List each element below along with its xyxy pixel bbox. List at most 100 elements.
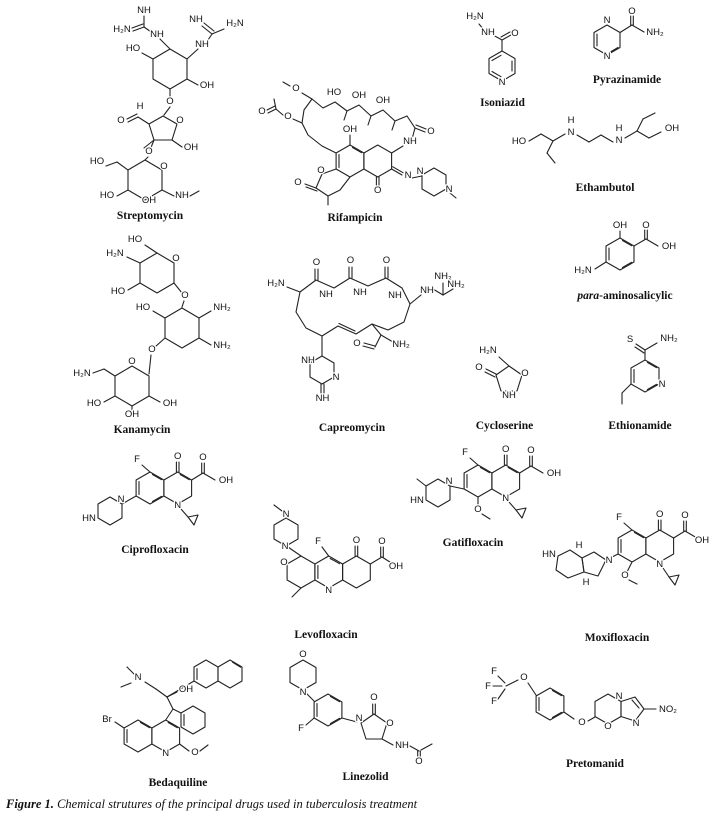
atom-label: O — [511, 28, 518, 39]
ciprofloxacin-bonds — [97, 461, 216, 526]
atom-label: O — [181, 290, 188, 301]
atom-label: O — [521, 368, 528, 379]
atom-label: NH — [137, 5, 151, 16]
atom-label: H₂N — [574, 265, 592, 276]
ethionamide-bonds — [621, 342, 660, 405]
figure-caption: Figure 1. Chemical strutures of the prin… — [6, 797, 417, 812]
drug-rifampicin: O O OH O NH O OH OH HO O O O N N N Rifam… — [250, 6, 460, 224]
atom-label: F — [298, 723, 304, 734]
atom-label: H₂N — [73, 368, 91, 379]
atom-label: O — [148, 344, 155, 355]
drug-label-ethionamide: Ethionamide — [608, 420, 672, 432]
atom-label: HO — [136, 302, 150, 313]
pretomanid-bonds — [492, 675, 657, 725]
atom-label: O — [656, 509, 663, 520]
ethambutol-structure: HO N H N H OH — [511, 112, 681, 164]
atom-label: OH — [200, 80, 214, 91]
atom-label: H — [137, 101, 144, 112]
drug-label-streptomycin: Streptomycin — [116, 210, 184, 222]
ciprofloxacin-structure: F O O OH N N HN — [81, 450, 235, 526]
bedaquiline-structure: Br N O OH N — [101, 659, 243, 760]
atom-label: O — [578, 717, 585, 728]
drug-ethionamide: S NH₂ N Ethionamide — [575, 322, 705, 432]
streptomycin-structure: NH H₂N NH NH NH H₂N OH HO O O O H OH O O… — [89, 4, 246, 208]
streptomycin-bonds — [105, 15, 225, 201]
atom-label: NH₂ — [392, 339, 410, 350]
atom-label: NH — [353, 287, 367, 298]
atom-label: NH — [175, 190, 189, 201]
drug-pyrazinamide: O NH₂ N N Pyrazinamide — [562, 5, 692, 86]
pas-structure: H₂N OH O OH — [573, 219, 678, 278]
atom-label: OH — [695, 535, 709, 546]
atom-label: N — [356, 713, 363, 724]
atom-label: NH₂ — [447, 279, 465, 290]
atom-label: N — [446, 184, 453, 195]
atom-label: HO — [128, 234, 142, 245]
atom-label: H — [583, 577, 590, 588]
atom-label: H₂N — [113, 24, 131, 35]
atom-label: H — [616, 123, 623, 134]
drug-linezolid: O N F N O O NH O Linezolid — [258, 640, 473, 783]
atom-label: NH — [319, 289, 333, 300]
capreomycin-structure: H₂N O O O NH NH NH NH NH₂ NH₂ NH N NH O … — [266, 254, 466, 406]
atom-label: NH₂ — [646, 27, 664, 38]
atom-label: O — [386, 718, 393, 729]
drug-pretomanid: F F F O O O N N NO₂ Pretomanid — [480, 652, 710, 770]
atom-label: N — [616, 135, 623, 146]
linezolid-bonds — [289, 659, 433, 759]
figure-caption-label: Figure 1. — [6, 797, 54, 811]
atom-label: O — [128, 356, 135, 367]
atom-label: OH — [352, 90, 366, 101]
drug-label-pretomanid: Pretomanid — [566, 758, 624, 770]
atom-label: N — [333, 372, 340, 383]
atom-label: O — [191, 747, 198, 758]
kanamycin-structure: HO O H₂N HO O NH₂ HO NH₂ O O H₂N HO OH O… — [72, 233, 232, 422]
drug-label-ethambutol: Ethambutol — [575, 182, 635, 194]
atom-label: O — [370, 692, 377, 703]
pyrazinamide-bonds — [593, 15, 645, 56]
atom-label: F — [491, 666, 497, 677]
atom-label: NO₂ — [659, 704, 677, 715]
bedaquiline-bonds — [114, 659, 243, 753]
atom-label: O — [353, 338, 360, 349]
atom-label: OH — [163, 398, 177, 409]
atom-label: NH₂ — [213, 340, 231, 351]
atom-label: O — [527, 445, 534, 456]
atom-label: H₂N — [106, 248, 124, 259]
drug-label-rifampicin: Rifampicin — [327, 212, 383, 224]
atom-label: F — [462, 447, 468, 458]
atom-label: HN — [542, 549, 556, 560]
atom-label: OH — [389, 561, 403, 572]
atom-label: HO — [100, 190, 114, 201]
drug-label-bedaquiline: Bedaquiline — [148, 777, 208, 789]
levofloxacin-structure: O N F N N O O OH — [273, 504, 405, 598]
pretomanid-structure: F F F O O O N N NO₂ — [484, 665, 679, 734]
atom-label: OH — [376, 95, 390, 106]
drug-gatifloxacin: F O O OH N O N HN Gatifloxacin — [378, 436, 568, 549]
cycloserine-structure: O H₂N O NH — [474, 344, 530, 403]
gatifloxacin-structure: F O O OH N O N HN — [409, 443, 563, 520]
atom-label: N — [568, 127, 575, 138]
atom-label: H — [576, 540, 583, 551]
drug-label-cycloserine: Cycloserine — [475, 420, 534, 432]
atom-label: N — [174, 500, 181, 511]
drug-levofloxacin: O N F N N O O OH Levofloxacin — [246, 478, 406, 641]
atom-label: O — [280, 557, 287, 568]
atom-label: O — [199, 452, 206, 463]
drug-kanamycin: HO O H₂N HO O NH₂ HO NH₂ O O H₂N HO OH O… — [52, 228, 232, 436]
atom-label: F — [485, 681, 491, 692]
atom-label: O — [353, 535, 360, 546]
atom-label: HO — [327, 87, 341, 98]
atom-label: O — [520, 672, 527, 683]
drug-label-ciprofloxacin: Ciprofloxacin — [121, 544, 189, 556]
atom-label: HO — [90, 156, 104, 167]
atom-label: NH₂ — [660, 333, 678, 344]
drug-label-levofloxacin: Levofloxacin — [294, 629, 358, 641]
atom-label: O — [313, 257, 320, 268]
atom-label: OH — [662, 241, 676, 252]
atom-label: HN — [410, 495, 424, 506]
ethambutol-bonds — [528, 112, 662, 164]
atom-label: O — [427, 126, 434, 137]
atom-label: NH — [195, 39, 209, 50]
atom-label: NH — [301, 355, 315, 366]
